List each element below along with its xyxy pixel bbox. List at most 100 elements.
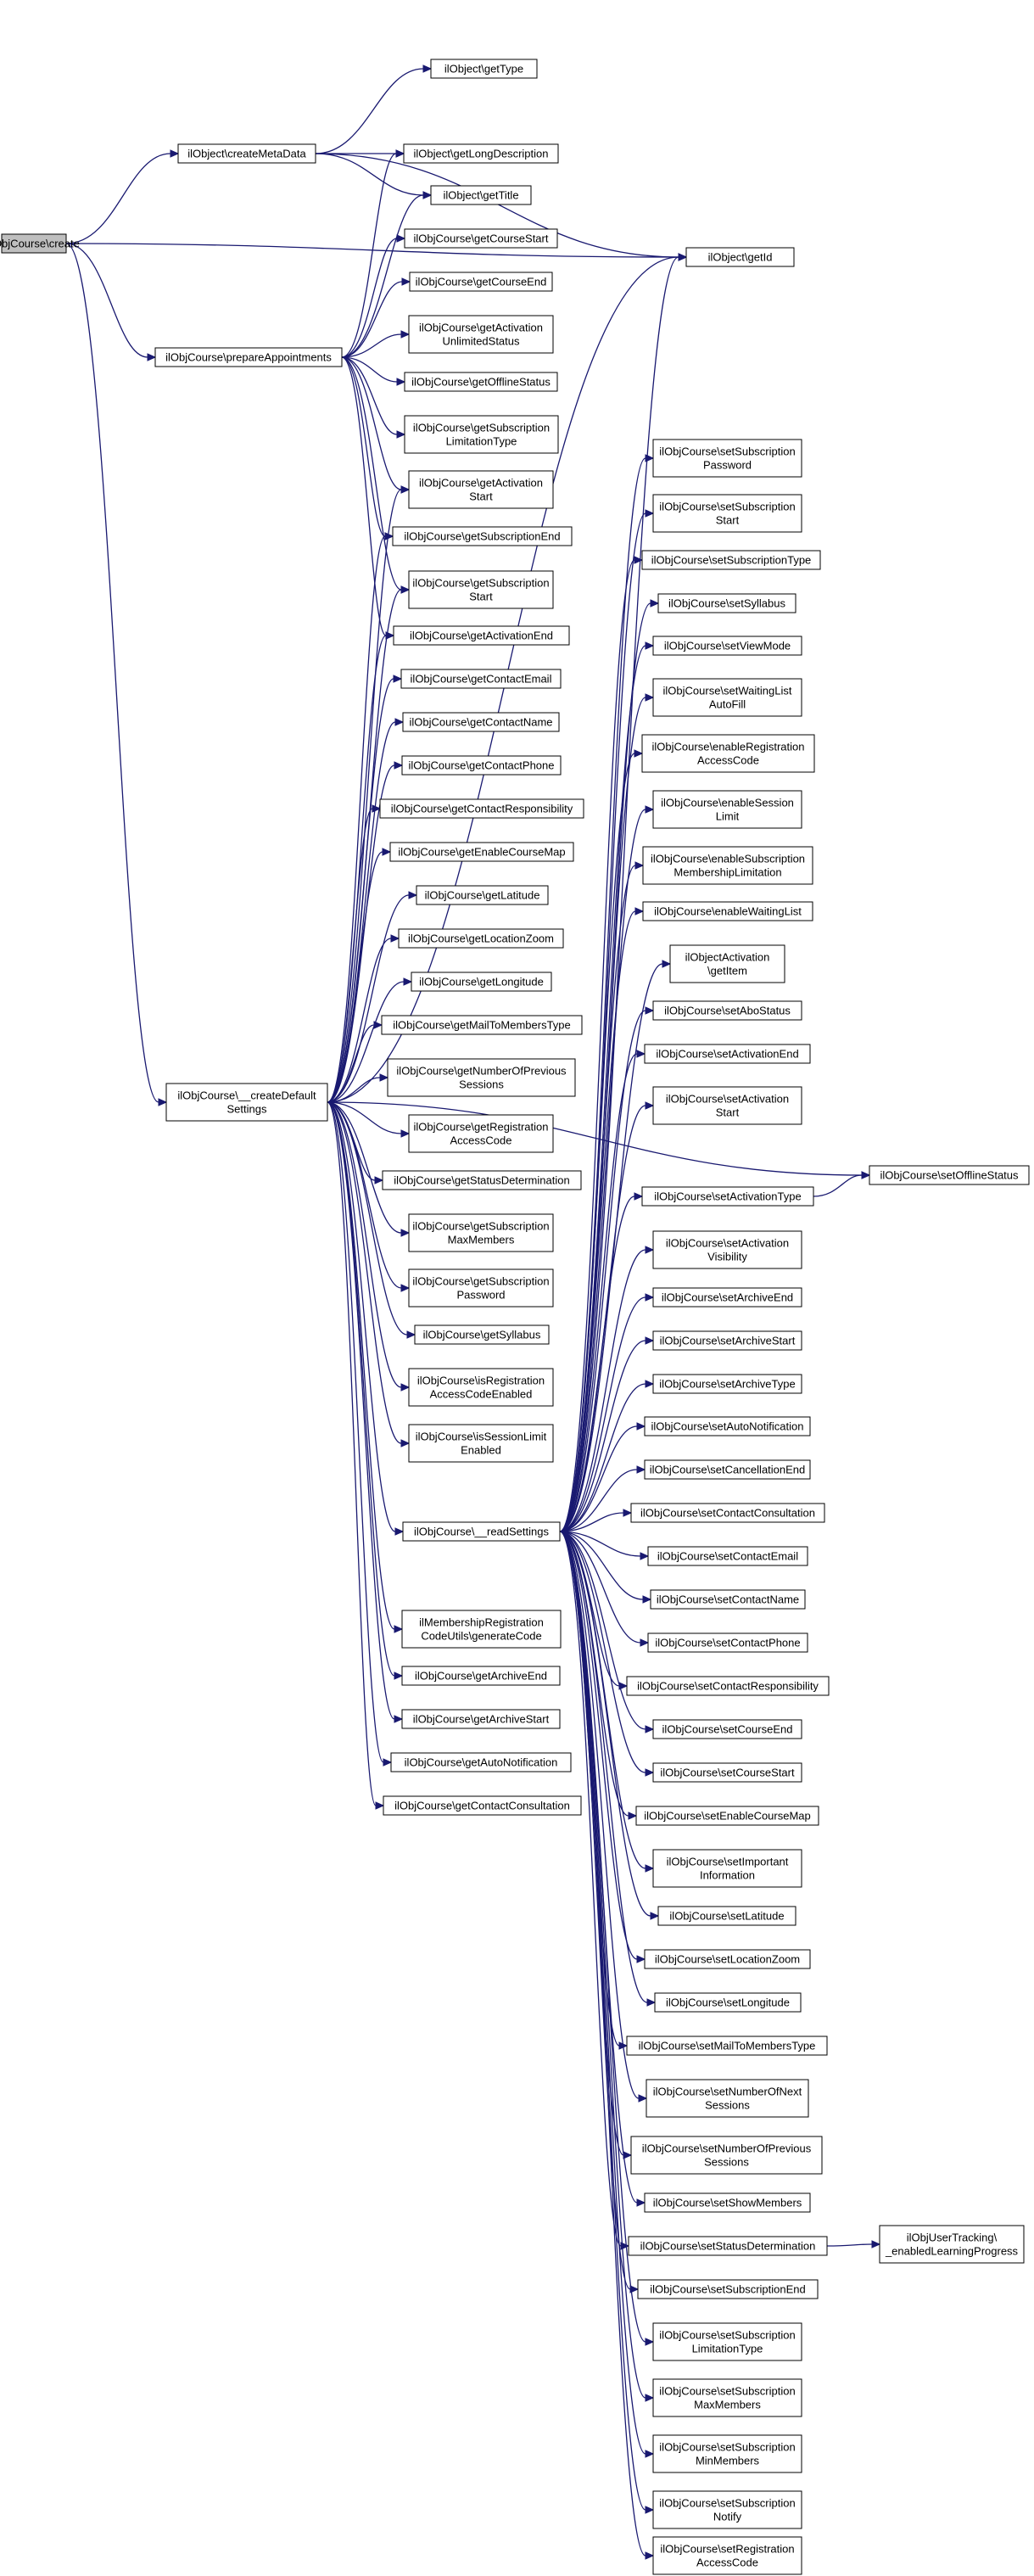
- node-box: [165, 1083, 328, 1122]
- node-set-contact-responsibility[interactable]: ilObjCourse\setContactResponsibility: [626, 1676, 830, 1696]
- node-set-contact-consultation[interactable]: ilObjCourse\setContactConsultation: [630, 1503, 825, 1523]
- node-set-location-zoom[interactable]: ilObjCourse\setLocationZoom: [644, 1949, 811, 1969]
- node-is-registration-access-code-enabled[interactable]: ilObjCourse\isRegistrationAccessCodeEnab…: [408, 1368, 554, 1407]
- node-get-course-start[interactable]: ilObjCourse\getCourseStart: [404, 228, 558, 249]
- node-set-mail-to-members-type[interactable]: ilObjCourse\setMailToMembersType: [626, 2036, 828, 2056]
- node-get-mail-to-members-type[interactable]: ilObjCourse\getMailToMembersType: [381, 1015, 583, 1035]
- node-get-archive-start[interactable]: ilObjCourse\getArchiveStart: [401, 1709, 561, 1729]
- edge-create-default-settings-to-is-session-limit-enabled: [327, 1101, 411, 1448]
- node-set-syllabus[interactable]: ilObjCourse\setSyllabus: [657, 593, 796, 613]
- node-set-subscription-type[interactable]: ilObjCourse\setSubscriptionType: [641, 550, 821, 570]
- node-set-contact-email[interactable]: ilObjCourse\setContactEmail: [647, 1546, 808, 1566]
- node-get-enable-course-map[interactable]: ilObjCourse\getEnableCourseMap: [389, 842, 574, 862]
- node-get-subscription-end[interactable]: ilObjCourse\getSubscriptionEnd: [392, 526, 573, 546]
- node-set-enable-course-map[interactable]: ilObjCourse\setEnableCourseMap: [635, 1806, 819, 1826]
- node-get-status-determination[interactable]: ilObjCourse\getStatusDetermination: [382, 1170, 582, 1190]
- node-box: [644, 1949, 811, 1969]
- node-set-show-members[interactable]: ilObjCourse\setShowMembers: [644, 2192, 811, 2213]
- node-set-latitude[interactable]: ilObjCourse\setLatitude: [657, 1906, 796, 1926]
- edge-read-settings-to-set-cancellation-end: [559, 1465, 646, 1532]
- node-set-offline-status[interactable]: ilObjCourse\setOfflineStatus: [869, 1165, 1030, 1185]
- node-generate-code[interactable]: ilMembershipRegistrationCodeUtils\genera…: [401, 1610, 562, 1649]
- node-box: [652, 1230, 802, 1269]
- node-set-cancellation-end[interactable]: ilObjCourse\setCancellationEnd: [644, 1459, 811, 1480]
- node-get-contact-phone[interactable]: ilObjCourse\getContactPhone: [401, 755, 562, 776]
- node-set-course-end[interactable]: ilObjCourse\setCourseEnd: [652, 1719, 802, 1739]
- node-set-longitude[interactable]: ilObjCourse\setLongitude: [654, 1992, 802, 2013]
- edge-prepare-appointments-to-get-long-description: [341, 149, 405, 358]
- node-set-archive-start[interactable]: ilObjCourse\setArchiveStart: [652, 1330, 802, 1351]
- node-set-archive-end[interactable]: ilObjCourse\setArchiveEnd: [652, 1287, 802, 1308]
- node-get-subscription-limitation-type[interactable]: ilObjCourse\getSubscriptionLimitationTyp…: [404, 415, 559, 454]
- edge-read-settings-to-set-abo-status: [559, 1006, 655, 1532]
- node-box: [408, 1213, 554, 1252]
- node-get-activation-end[interactable]: ilObjCourse\getActivationEnd: [393, 625, 570, 646]
- node-get-archive-end[interactable]: ilObjCourse\getArchiveEnd: [401, 1666, 561, 1686]
- node-get-contact-name[interactable]: ilObjCourse\getContactName: [402, 712, 560, 732]
- node-get-title[interactable]: ilObject\getTitle: [430, 185, 532, 205]
- node-get-course-end[interactable]: ilObjCourse\getCourseEnd: [409, 272, 553, 292]
- node-enable-waiting-list[interactable]: ilObjCourse\enableWaitingList: [642, 901, 813, 921]
- node-create[interactable]: ilObjCourse\create: [0, 233, 80, 254]
- node-read-settings[interactable]: ilObjCourse\__readSettings: [402, 1521, 561, 1542]
- node-get-contact-email[interactable]: ilObjCourse\getContactEmail: [400, 669, 562, 689]
- edge-create-default-settings-to-get-contact-email: [327, 675, 403, 1103]
- node-set-activation-type[interactable]: ilObjCourse\setActivationType: [641, 1186, 814, 1207]
- node-get-item[interactable]: ilObjectActivation\getItem: [669, 944, 785, 983]
- node-set-abo-status[interactable]: ilObjCourse\setAboStatus: [652, 1000, 802, 1021]
- node-box: [402, 1521, 561, 1542]
- node-enabled-learning-progress[interactable]: ilObjUserTracking\_enabledLearningProgre…: [879, 2225, 1025, 2264]
- node-set-view-mode[interactable]: ilObjCourse\setViewMode: [652, 636, 802, 656]
- node-box: [626, 2036, 828, 2056]
- node-get-id[interactable]: ilObject\getId: [685, 247, 795, 267]
- node-set-subscription-end[interactable]: ilObjCourse\setSubscriptionEnd: [637, 2279, 819, 2299]
- node-set-auto-notification[interactable]: ilObjCourse\setAutoNotification: [644, 1416, 811, 1436]
- node-set-archive-type[interactable]: ilObjCourse\setArchiveType: [652, 1374, 802, 1394]
- node-get-offline-status[interactable]: ilObjCourse\getOfflineStatus: [404, 372, 558, 392]
- edge-create-to-prepare-appointments: [65, 243, 157, 361]
- node-set-status-determination[interactable]: ilObjCourse\setStatusDetermination: [628, 2236, 828, 2256]
- node-set-contact-name[interactable]: ilObjCourse\setContactName: [650, 1589, 806, 1610]
- node-get-longitude[interactable]: ilObjCourse\getLongitude: [411, 972, 552, 992]
- node-get-contact-consultation[interactable]: ilObjCourse\getContactConsultation: [383, 1795, 582, 1816]
- node-create-meta-data[interactable]: ilObject\createMetaData: [177, 143, 316, 164]
- node-get-location-zoom[interactable]: ilObjCourse\getLocationZoom: [398, 928, 564, 949]
- node-prepare-appointments[interactable]: ilObjCourse\prepareAppointments: [154, 347, 343, 367]
- node-get-latitude[interactable]: ilObjCourse\getLatitude: [416, 885, 549, 905]
- node-get-syllabus[interactable]: ilObjCourse\getSyllabus: [414, 1324, 550, 1345]
- node-get-type[interactable]: ilObject\getType: [430, 59, 538, 79]
- node-get-auto-notification[interactable]: ilObjCourse\getAutoNotification: [390, 1752, 572, 1772]
- node-enable-subscription-membership-limitation[interactable]: ilObjCourse\enableSubscriptionMembership…: [642, 846, 813, 885]
- edge-create-default-settings-to-get-auto-notification: [327, 1101, 393, 1767]
- node-set-course-start[interactable]: ilObjCourse\setCourseStart: [652, 1762, 802, 1783]
- node-label: Information: [700, 1869, 755, 1882]
- node-set-contact-phone[interactable]: ilObjCourse\setContactPhone: [647, 1632, 808, 1653]
- node-get-long-description[interactable]: ilObject\getLongDescription: [403, 143, 559, 164]
- node-set-activation-end[interactable]: ilObjCourse\setActivationEnd: [644, 1044, 811, 1064]
- node-get-contact-responsibility[interactable]: ilObjCourse\getContactResponsibility: [379, 798, 584, 819]
- node-set-subscription-limitation-type[interactable]: ilObjCourse\setSubscriptionLimitationTyp…: [652, 2322, 802, 2361]
